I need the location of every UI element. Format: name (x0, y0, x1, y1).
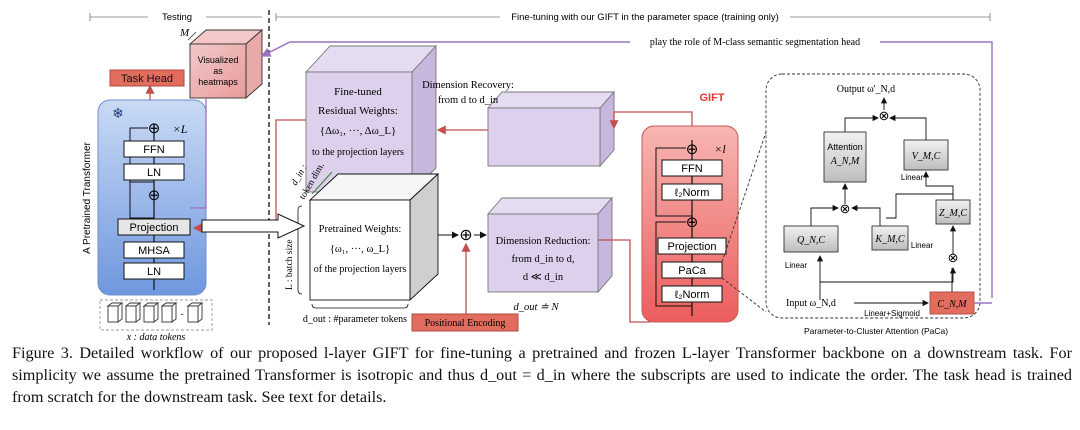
paca-c-label: C_N,M (937, 299, 967, 310)
paca-k-label: K_M,C (874, 234, 905, 245)
gift-projection-box (657, 237, 727, 255)
pretrained-line2: {ω₁, ···, ω_L} (330, 244, 390, 255)
dimension-recovery-cube: Dimension Recovery: from d to d_in (422, 80, 615, 168)
gift-ffn-label: FFN (681, 163, 702, 175)
gift-norm-top-label: ℓ₂Norm (675, 187, 710, 199)
dim-recovery-line2: from d to d_in (438, 95, 499, 106)
svg-text:-: - (181, 309, 184, 319)
caption-text: Figure 3. Detailed workflow of our propo… (12, 344, 1072, 406)
workflow-diagram: Testing Fine-tuning with our GIFT in the… (82, 10, 993, 340)
backbone-plus-top: ⊕ (148, 120, 161, 137)
heatmaps-text-3: heatmaps (198, 77, 238, 87)
hollow-arrow (201, 213, 306, 239)
positional-encoding-box (411, 313, 519, 332)
backbone-projection-label: Projection (130, 222, 179, 234)
backbone-ln-bottom-label: LN (147, 266, 161, 278)
backbone-ln-bottom-box (123, 262, 185, 280)
gift-plus-mid: ⊕ (686, 214, 699, 231)
dim-reduction-line1: Dimension Reduction: (496, 236, 591, 247)
paca-v-label: V_M,C (912, 151, 941, 162)
paca-frame (765, 73, 981, 319)
testing-label: Testing (162, 12, 192, 23)
paca-low-mult: ⊗ (948, 250, 959, 265)
gift-norm-bottom-box (661, 285, 723, 303)
backbone-ffn-label: FFN (143, 144, 164, 156)
finetuning-label: Fine-tuning with our GIFT in the paramet… (511, 12, 779, 23)
backbone-ln-top-box (123, 163, 185, 181)
pretrained-dout-label: d_out : #parameter tokens (303, 314, 407, 325)
paca-output-mult: ⊗ (879, 108, 890, 123)
dimension-reduction-cube: ⊕ Dimension Reduction: from d_in to d, d… (411, 196, 651, 332)
plus-merge: ⊕ (459, 227, 472, 244)
paca-input-label: Input ω_N,d (786, 298, 836, 309)
gift-repeat-label: ×l (714, 142, 726, 156)
paca-q-label: Q_N,C (797, 235, 825, 246)
snowflake-icon: ❄ (112, 105, 124, 121)
heatmaps-m-label: M (179, 27, 190, 39)
finetuned-cube: Fine-tuned Residual Weights: {Δω₁, ···, … (192, 44, 438, 233)
data-tokens-label: x : data tokens (126, 332, 186, 340)
paca-attention-line1: Attention (827, 142, 863, 152)
backbone-ln-top-label: LN (147, 167, 161, 179)
paca-v-box (903, 139, 949, 171)
backbone-ffn-box (123, 140, 185, 158)
positional-encoding-label: Positional Encoding (425, 318, 506, 329)
backbone-mhsa-box (123, 241, 185, 259)
paca-output-label: Output ω'_N,d (837, 84, 895, 95)
paca-detail: Output ω'_N,d ⊗ Attention A_N,M V_M,C Li… (765, 73, 992, 336)
gift-title: GIFT (699, 92, 724, 104)
paca-k-linear: Linear (911, 241, 934, 250)
paca-k-box (871, 225, 909, 251)
segmentation-arrow: play the role of M-class semantic segmen… (260, 35, 993, 298)
gift-paca-label: PaCa (678, 265, 706, 277)
task-head-label: Task Head (121, 73, 173, 85)
dim-recovery-line1: Dimension Recovery: (422, 80, 514, 91)
gift-ffn-box (661, 159, 723, 177)
finetuned-line4: to the projection layers (312, 147, 404, 158)
data-token-cubes (106, 302, 204, 323)
dim-reduction-dout-def: d_out ≐ N (514, 302, 560, 313)
paca-linear-sigmoid: Linear+Sigmoid (864, 309, 920, 318)
paca-v-linear: Linear (901, 173, 924, 182)
segmentation-note: play the role of M-class semantic segmen… (650, 37, 860, 48)
gift-projection-label: Projection (668, 241, 717, 253)
heatmaps-text-1: Visualized (198, 55, 239, 65)
pretrained-batch-size: L : batch size (285, 239, 295, 290)
section-headers: Testing Fine-tuning with our GIFT in the… (89, 10, 991, 325)
pretrained-line3: of the projection layers (314, 264, 407, 275)
finetuned-line3: {Δω₁, ···, Δω_L} (320, 125, 397, 137)
heatmaps-cube: M Visualized as heatmaps (179, 27, 264, 209)
pretrained-line1: Pretrained Weights: (319, 224, 402, 235)
backbone-projection-box (117, 218, 191, 236)
figure-caption: Figure 3. Detailed workflow of our propo… (12, 342, 1072, 408)
paca-title: Parameter-to-Cluster Attention (PaCa) (804, 326, 948, 336)
gift-block: GIFT ⊕ ×l FFN ℓ₂Norm ⊕ Projection PaCa ℓ… (609, 92, 767, 323)
finetuned-line1: Fine-tuned (334, 86, 382, 98)
backbone-mhsa-label: MHSA (138, 245, 170, 257)
paca-attention-line2: A_N,M (830, 156, 860, 167)
gift-plus-top: ⊕ (686, 141, 699, 158)
paca-q-linear: Linear (785, 261, 808, 270)
finetuned-line2: Residual Weights: (318, 105, 398, 117)
dim-reduction-line3: d ≪ d_in (523, 272, 564, 283)
dim-reduction-line2: from d_in to d, (512, 254, 575, 265)
task-head-box (109, 69, 185, 87)
heatmaps-text-2: as (213, 66, 223, 76)
gift-norm-bottom-label: ℓ₂Norm (675, 289, 710, 301)
paca-z-label: Z_M,C (939, 208, 967, 219)
gift-paca-box (661, 261, 723, 279)
paca-z-box (935, 199, 971, 225)
gift-norm-top-box (661, 183, 723, 201)
paca-q-box (783, 225, 839, 253)
backbone-repeat-label: ×L (173, 122, 188, 136)
backbone-plus-mid: ⊕ (148, 187, 161, 204)
backbone-vertical-label: A Pretrained Transformer (82, 141, 93, 253)
pretrained-cube: Pretrained Weights: {ω₁, ···, ω_L} of th… (201, 161, 440, 325)
pretrained-transformer: A Pretrained Transformer ❄ ⊕ ×L FFN LN ⊕… (82, 69, 213, 340)
paca-mid-mult: ⊗ (840, 201, 851, 216)
